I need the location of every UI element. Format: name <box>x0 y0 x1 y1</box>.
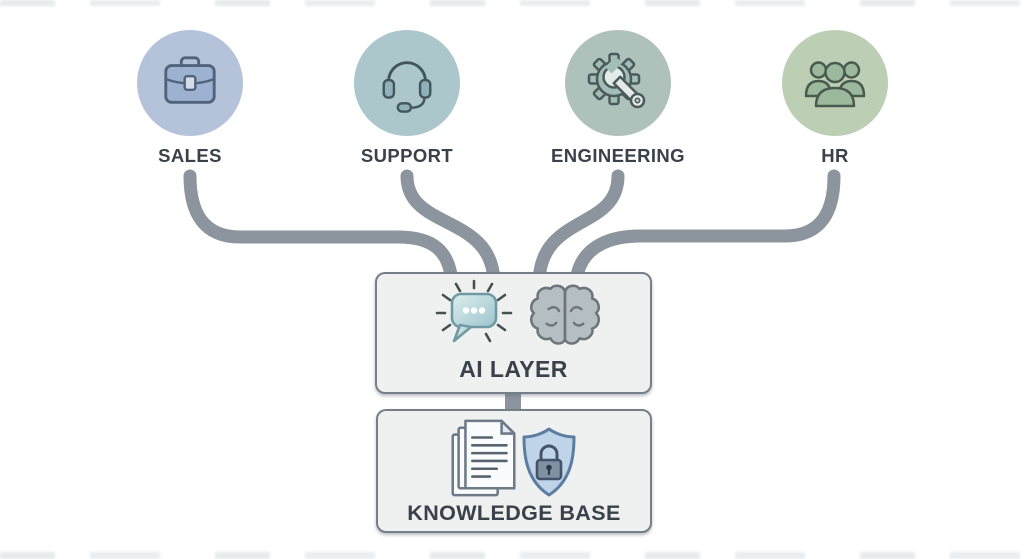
dept-node-engineering: ENGINEERING <box>508 30 728 167</box>
dept-node-hr: HR <box>725 30 945 167</box>
dept-node-sales: SALES <box>80 30 300 167</box>
gear-wrench-icon <box>587 52 646 109</box>
dept-circle-support <box>354 30 460 136</box>
headset-icon <box>382 61 432 113</box>
documents-icon <box>451 419 516 497</box>
dept-label-engineering: ENGINEERING <box>551 145 685 166</box>
dept-label-support: SUPPORT <box>360 145 454 166</box>
dept-label-hr: HR <box>821 145 849 166</box>
briefcase-icon <box>164 56 216 104</box>
knowledge-base-label: KNOWLEDGE BASE <box>407 501 621 525</box>
knowledge-base-icons <box>446 411 582 501</box>
shield-lock-icon <box>522 427 576 497</box>
dept-node-support: SUPPORT <box>297 30 517 167</box>
wire-engineering-to-ai-layer <box>532 169 625 291</box>
ai-layer-icons <box>426 274 602 356</box>
dept-circle-engineering <box>565 30 671 136</box>
knowledge-base-box: KNOWLEDGE BASE <box>376 409 652 533</box>
ai-layer-box: AI LAYER <box>375 272 652 394</box>
dept-circle-hr <box>782 30 888 136</box>
brain-icon <box>529 284 600 345</box>
team-icon <box>804 61 866 108</box>
wire-hr-to-ai-layer <box>569 169 841 291</box>
dept-circle-sales <box>137 30 243 136</box>
dept-label-sales: SALES <box>158 145 222 166</box>
chat-bubble-icon <box>435 279 512 343</box>
ai-layer-label: AI LAYER <box>459 356 568 382</box>
wire-support-to-ai-layer <box>400 169 501 291</box>
wire-sales-to-ai-layer <box>183 169 459 291</box>
